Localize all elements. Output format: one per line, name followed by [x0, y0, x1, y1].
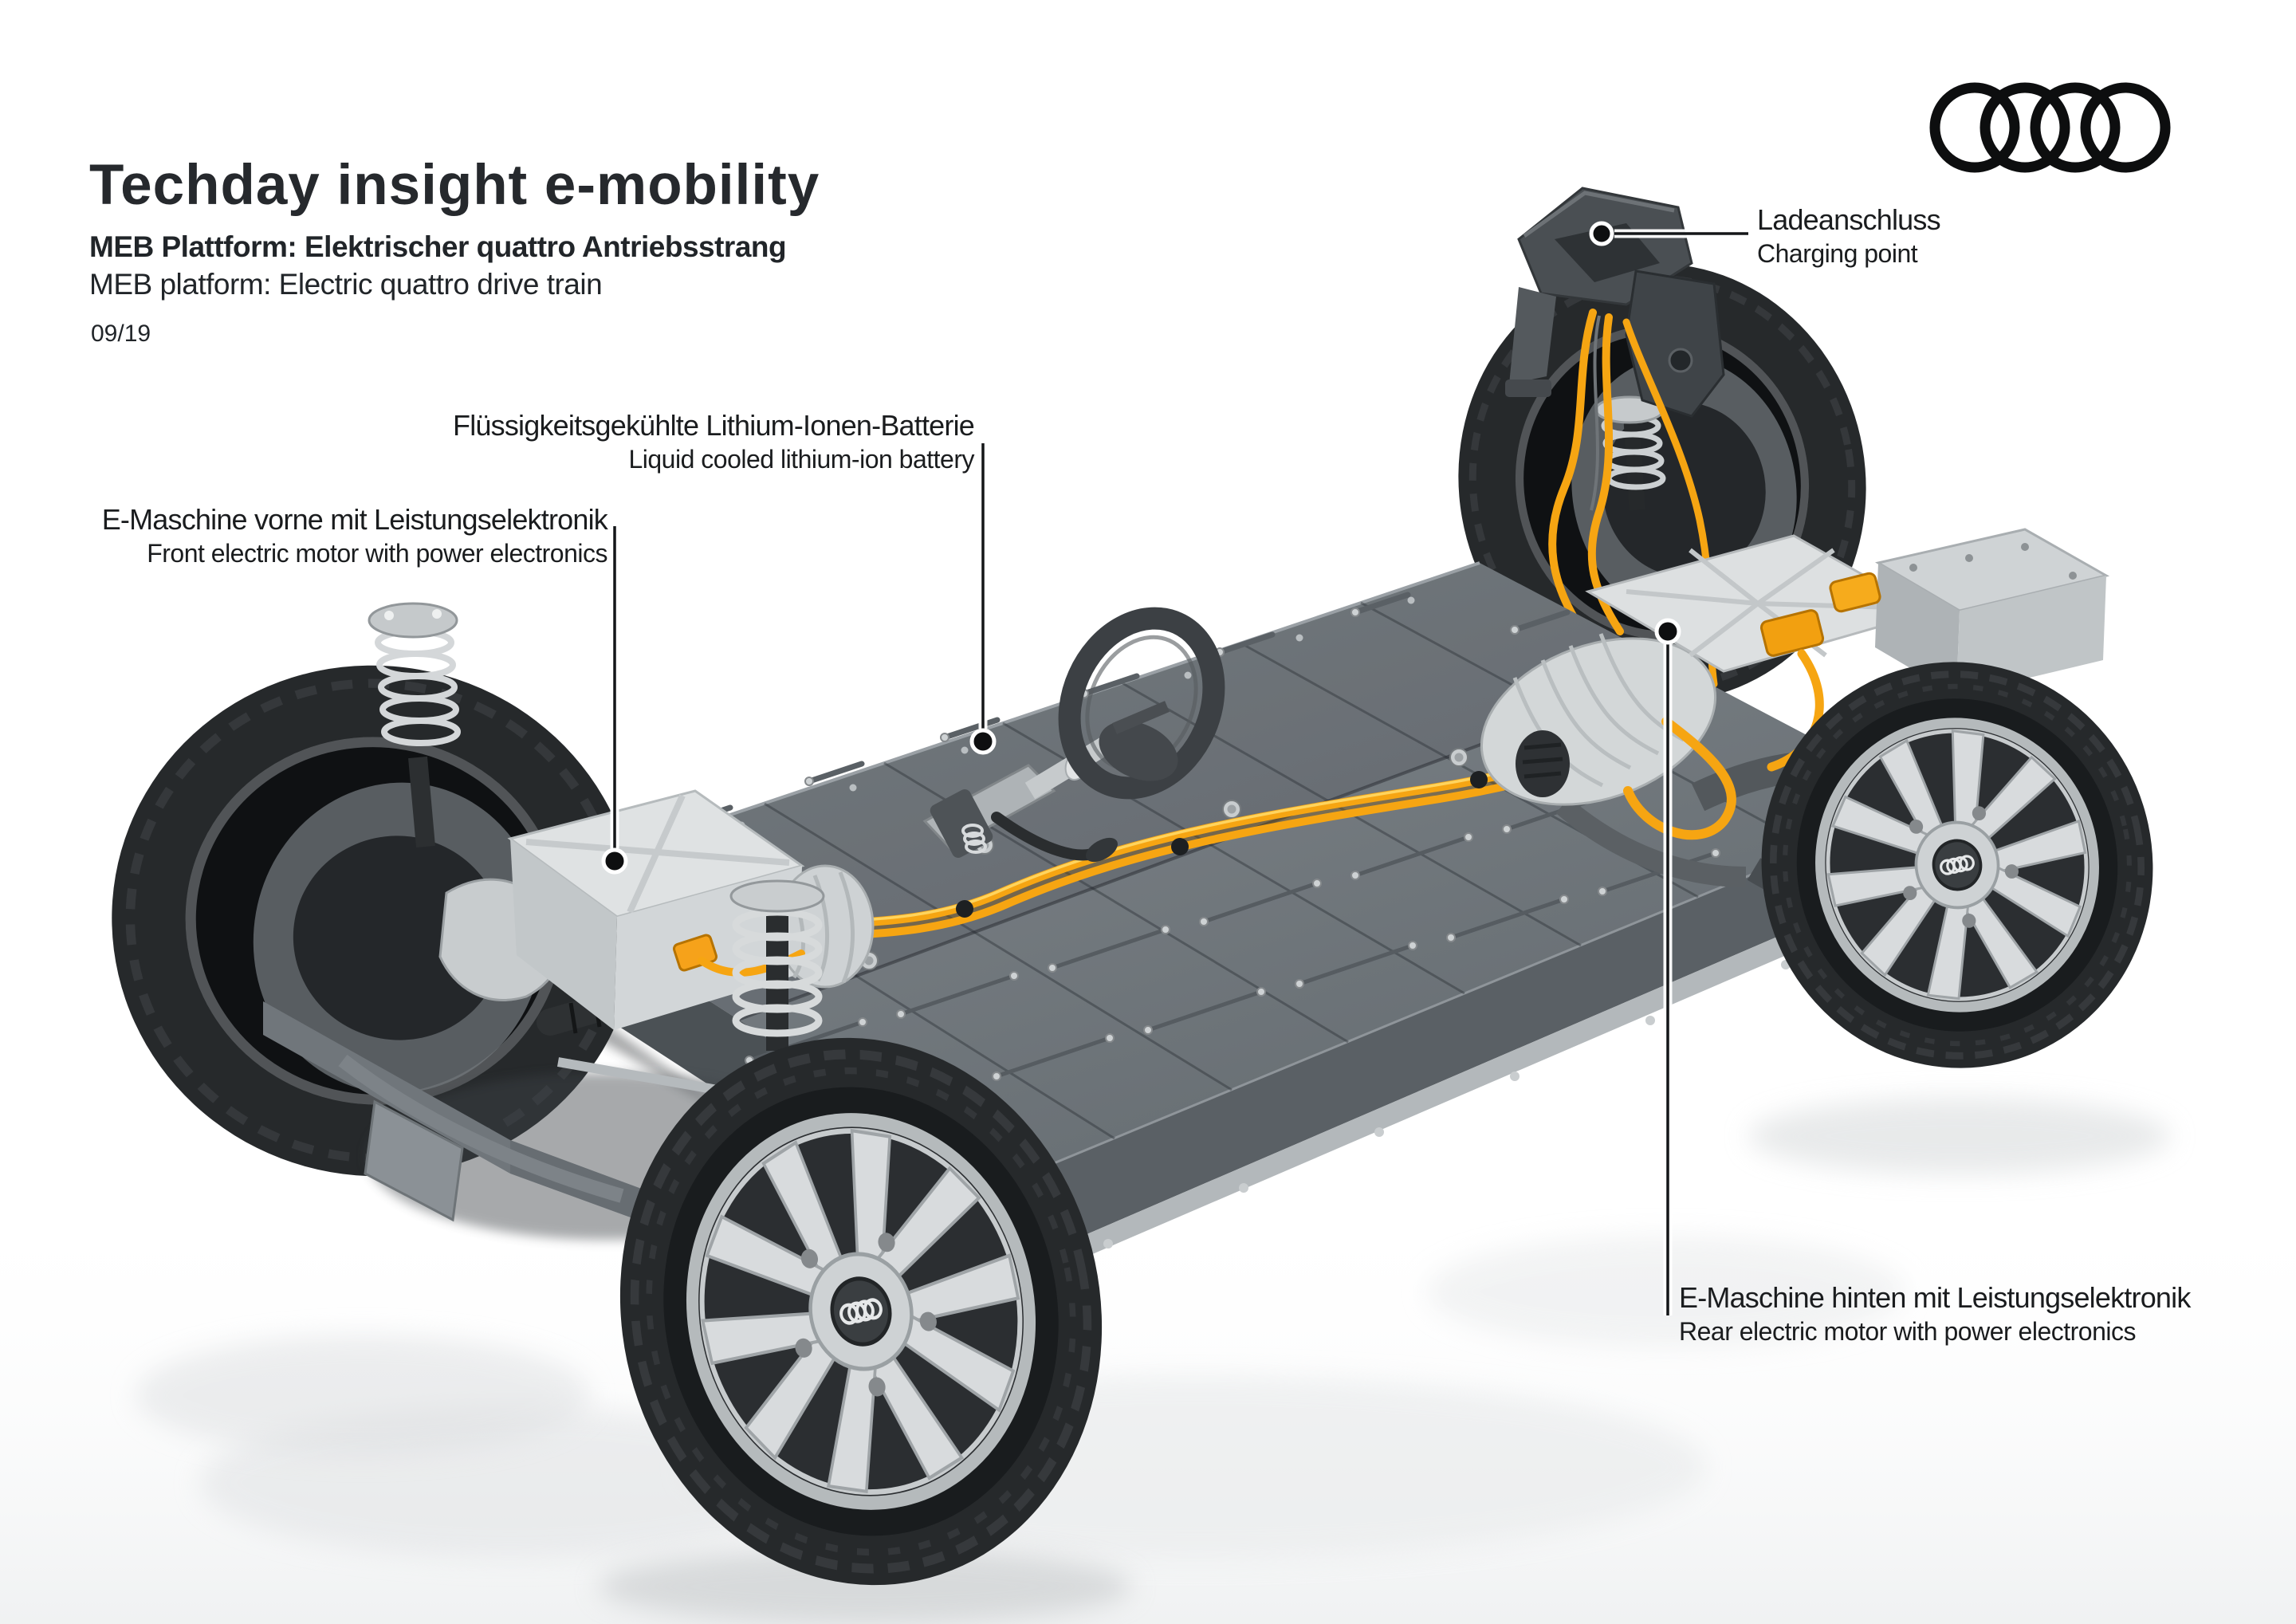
battery-label-en: Liquid cooled lithium-ion battery: [628, 445, 974, 474]
battery-marker-dot: [969, 728, 997, 755]
charging-point-label-de: Ladeanschluss: [1757, 203, 1941, 236]
battery-slots-upper: [673, 592, 1698, 830]
battery-label-de: Flüssigkeitsgekühlte Lithium-Ionen-Batte…: [453, 409, 975, 442]
steering-wheel: [922, 607, 1225, 863]
charging-marker-dot: [1589, 221, 1614, 246]
annotation-rear-motor: E-Maschine hinten mit Leistungselektroni…: [1679, 1280, 2191, 1347]
rear-motor-marker-dot: [1654, 618, 1681, 645]
rear-near-wheel: [1724, 626, 2190, 1105]
title-block: Techday insight e-mobility MEB Plattform…: [89, 153, 820, 348]
date-label: 09/19: [91, 320, 151, 347]
front-motor-marker-dot: [601, 847, 628, 875]
page-title: Techday insight e-mobility: [89, 154, 820, 217]
rear-motor-label-de: E-Maschine hinten mit Leistungselektroni…: [1679, 1281, 2191, 1314]
annotation-battery: Flüssigkeitsgekühlte Lithium-Ionen-Batte…: [453, 408, 975, 475]
leader-lines: [601, 221, 1748, 1315]
annotation-front-motor: E-Maschine vorne mit Leistungselektronik…: [101, 502, 608, 569]
front-motor-label-en: Front electric motor with power electron…: [147, 539, 607, 568]
front-motor-label-de: E-Maschine vorne mit Leistungselektronik: [101, 503, 608, 536]
annotation-charging-point: Ladeanschluss Charging point: [1757, 203, 1941, 269]
front-far-strut: [368, 602, 566, 1001]
subtitle-german: MEB Plattform: Elektrischer quattro Antr…: [89, 230, 787, 263]
charging-point-label-en: Charging point: [1757, 239, 1918, 268]
audi-rings-icon: [1929, 82, 2171, 173]
subtitle-english: MEB platform: Electric quattro drive tra…: [89, 268, 603, 301]
floor-reflections: [0, 1098, 2296, 1624]
rear-motor-label-en: Rear electric motor with power electroni…: [1679, 1317, 2136, 1346]
